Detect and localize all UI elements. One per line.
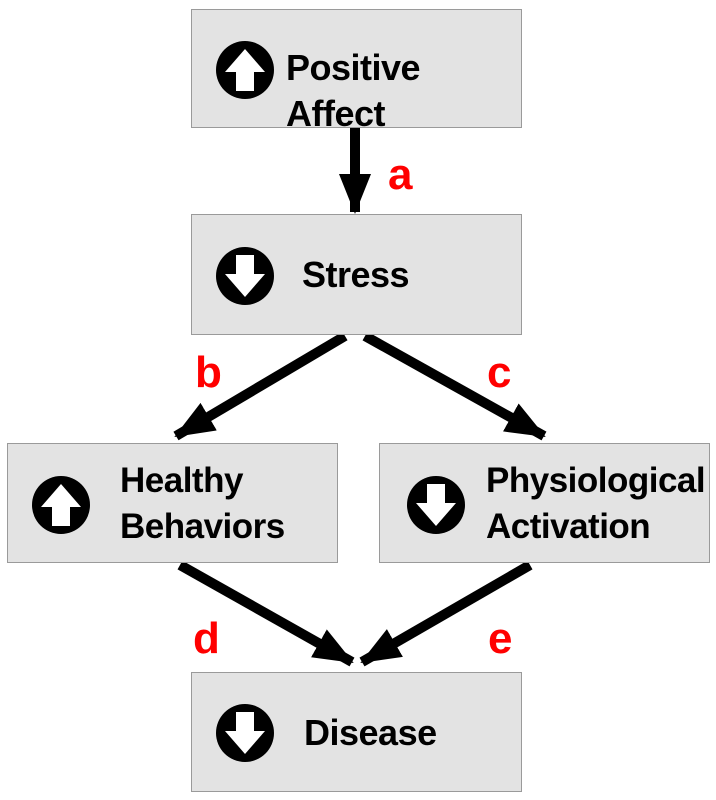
node-physiological-activation: Physiological Activation: [379, 443, 710, 563]
node-stress: Stress: [191, 214, 522, 335]
edge-label-a: a: [388, 150, 413, 199]
down-arrow-circle-icon: [407, 476, 465, 534]
edge-label-e: e: [488, 614, 513, 663]
edge-label-d: d: [193, 614, 220, 663]
arrow-e: [359, 560, 533, 667]
arrow-d: [177, 560, 355, 667]
node-label: Disease: [304, 712, 437, 753]
arrow-b: [173, 331, 348, 441]
edge-label-c: c: [487, 348, 512, 397]
node-label-line1: Physiological: [486, 461, 706, 500]
node-label-line2: Activation: [486, 507, 651, 546]
arrow-c: [362, 331, 547, 441]
down-arrow-circle-icon: [216, 247, 274, 305]
node-label: Positive Affect: [286, 47, 421, 134]
up-arrow-circle-icon: [32, 476, 90, 534]
down-arrow-circle-icon: [216, 704, 274, 762]
node-label: Stress: [302, 254, 410, 295]
node-healthy-behaviors: Healthy Behaviors: [7, 443, 338, 563]
up-arrow-circle-icon: [216, 41, 274, 99]
edge-label-b: b: [195, 348, 222, 397]
node-disease: Disease: [191, 672, 522, 792]
node-label-line1: Healthy: [120, 461, 243, 500]
node-positive-affect: Positive Affect: [191, 9, 522, 134]
node-label-line2: Behaviors: [120, 507, 285, 546]
